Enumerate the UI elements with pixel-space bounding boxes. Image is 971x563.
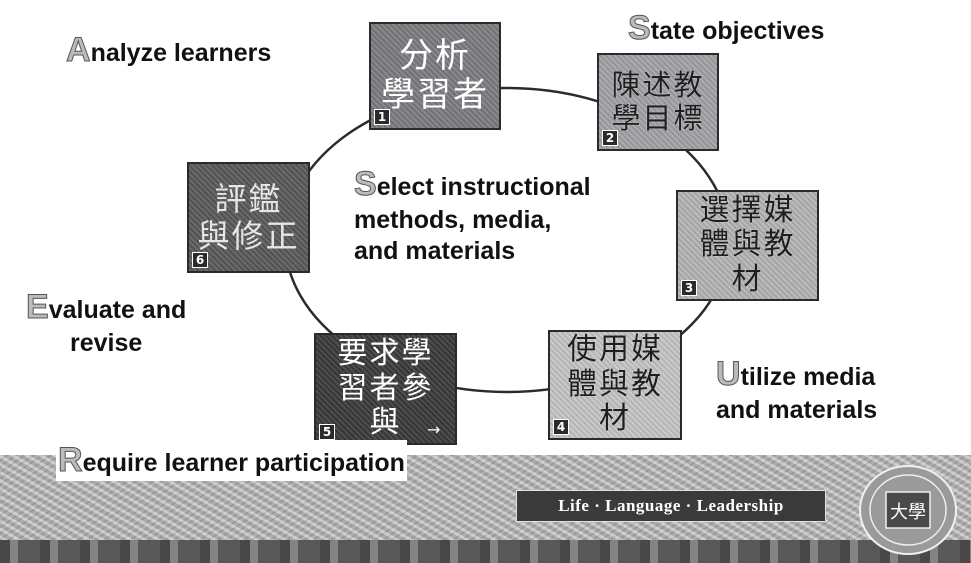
phase-select-line-3: and materials	[354, 236, 516, 265]
phase-require-text: equire learner participation	[82, 449, 405, 477]
phase-utilize-text: tilize media	[740, 363, 876, 391]
step-4-utilize-box: 使用媒 體與教 材 4	[548, 330, 682, 440]
step-3-number-badge: 3	[681, 280, 697, 296]
step-4-number-badge: 4	[553, 419, 569, 435]
phase-state-text: tate objectives	[650, 17, 825, 45]
step-5-number-badge: 5	[319, 424, 335, 440]
step-5-line-2: 習者參	[337, 370, 434, 406]
seal-text: 大學	[890, 502, 926, 523]
slogan-badge: Life · Language · Leadership	[516, 490, 826, 522]
step-2-line-1: 陳述教	[611, 67, 705, 102]
step-4-line-2: 體與教	[567, 366, 663, 402]
step-3-line-3: 材	[731, 261, 764, 297]
phase-require-label: Require learner participation	[56, 440, 407, 482]
step-4-line-3: 材	[599, 401, 631, 437]
phase-select-line-2: methods, media,	[354, 206, 552, 235]
phase-state-initial: S	[628, 9, 652, 48]
phase-utilize-initial: U	[716, 355, 742, 394]
phase-state-label: State objectives	[628, 8, 825, 49]
step-1-analyze-box: 分析 學習者 1	[369, 22, 501, 130]
step-3-line-1: 選擇媒	[699, 192, 796, 228]
phase-evaluate-line-2: revise	[69, 329, 143, 358]
university-seal-icon: 大學	[859, 465, 957, 555]
step-4-line-1: 使用媒	[567, 332, 663, 368]
phase-analyze-initial: A	[66, 31, 92, 70]
phase-select-initial: S	[354, 165, 378, 204]
phase-evaluate-text: valuate and	[48, 296, 187, 324]
step-3-line-2: 體與教	[699, 227, 796, 263]
step-6-line-1: 評鑑	[214, 179, 283, 218]
footer-strip	[0, 540, 971, 563]
phase-analyze-label: Analyze learners	[66, 30, 272, 71]
step-5-line-1: 要求學	[337, 336, 434, 372]
phase-select-label: Select instructional methods, media, and…	[354, 164, 591, 266]
step-3-select-box: 選擇媒 體與教 材 3	[676, 190, 819, 301]
step-2-line-2: 學目標	[611, 101, 705, 135]
phase-analyze-text: nalyze learners	[90, 39, 272, 67]
phase-evaluate-initial: E	[26, 288, 50, 327]
step-6-evaluate-box: 評鑑 與修正 6	[187, 162, 310, 273]
step-1-line-1: 分析	[399, 35, 471, 76]
next-arrow-icon[interactable]: →	[427, 420, 441, 439]
step-5-line-3: 與	[369, 405, 402, 441]
phase-utilize-line-2: and materials	[716, 396, 878, 425]
phase-select-text: elect instructional	[376, 173, 591, 201]
step-2-number-badge: 2	[602, 130, 618, 146]
step-6-number-badge: 6	[192, 252, 208, 268]
phase-evaluate-label: Evaluate and revise	[26, 287, 187, 359]
phase-utilize-label: Utilize media and materials	[716, 354, 878, 426]
step-6-line-2: 與修正	[197, 216, 300, 255]
step-5-require-box: 要求學 習者參 與 5	[314, 333, 457, 445]
phase-require-initial: R	[58, 441, 84, 480]
step-1-number-badge: 1	[374, 109, 390, 125]
step-1-line-2: 學習者	[381, 75, 489, 115]
step-2-objectives-box: 陳述教 學目標 2	[597, 53, 719, 151]
